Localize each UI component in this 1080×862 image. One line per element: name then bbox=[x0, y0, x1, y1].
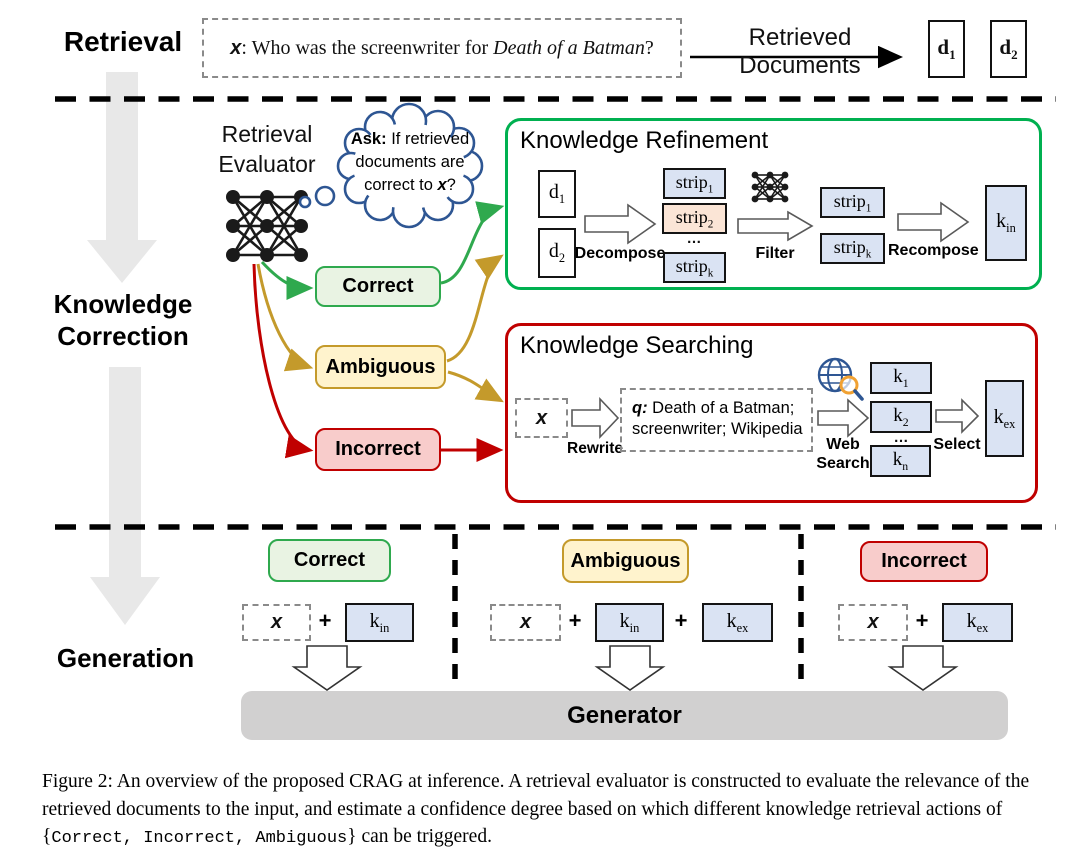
refinement-ellipsis: … bbox=[686, 230, 702, 247]
recompose-label: Recompose bbox=[888, 242, 979, 259]
caption-text: Figure 2: An overview of the proposed CR… bbox=[42, 771, 1030, 847]
kn-result-box: kn bbox=[870, 445, 931, 477]
query-input-box: x: Who was the screenwriter for Death of… bbox=[202, 18, 682, 78]
document-d1-box: d1 bbox=[928, 20, 965, 78]
connector-ambiguous-refinement bbox=[446, 254, 504, 363]
knowledge-searching-panel bbox=[505, 323, 1038, 503]
decompose-label: Decompose bbox=[574, 245, 666, 262]
k2-result-box: k2 bbox=[870, 401, 932, 433]
searching-ellipsis: … bbox=[893, 429, 909, 446]
connector-evaluator-ambiguous bbox=[256, 263, 314, 372]
connector-ambiguous-searching bbox=[447, 370, 504, 403]
generation-incorrect-kex-box: kex bbox=[942, 603, 1013, 642]
flow-arrow-correction-to-generation bbox=[90, 367, 160, 625]
refinement-d1-box: d1 bbox=[538, 170, 576, 218]
generation-ambiguous-kex-box: kex bbox=[702, 603, 773, 642]
generation-down-arrow-incorrect bbox=[887, 645, 959, 691]
rewritten-query-box: q: Death of a Batman; screenwriter; Wiki… bbox=[620, 388, 813, 452]
knowledge-refinement-panel bbox=[505, 118, 1042, 290]
generation-down-arrow-ambiguous bbox=[594, 645, 666, 691]
query-movie-title: Death of a Batman bbox=[493, 36, 645, 59]
query-x-variable: x bbox=[230, 36, 242, 59]
query-suffix: ? bbox=[644, 36, 654, 59]
document-d2-box: d2 bbox=[990, 20, 1027, 78]
generation-badge-correct: Correct bbox=[268, 539, 391, 582]
generation-ambiguous-kin-box: kin bbox=[595, 603, 664, 642]
generation-badge-incorrect: Incorrect bbox=[860, 541, 988, 582]
strip1-box: strip1 bbox=[663, 168, 726, 199]
generation-correct-kin-box: kin bbox=[345, 603, 414, 642]
plus-sign: + bbox=[674, 608, 688, 633]
retrieval-evaluator-label: Retrieval Evaluator bbox=[218, 121, 316, 177]
generation-ambiguous-x-box: x bbox=[490, 604, 561, 641]
filtered-stripk-box: stripk bbox=[820, 233, 885, 264]
knowledge-refinement-title: Knowledge Refinement bbox=[520, 127, 769, 154]
figure-caption: Figure 2: An overview of the proposed CR… bbox=[42, 768, 1046, 853]
query-text: : Who was the screenwriter for bbox=[241, 36, 494, 59]
plus-sign: + bbox=[318, 608, 332, 633]
generation-down-arrow-correct bbox=[291, 645, 363, 691]
knowledge-searching-title: Knowledge Searching bbox=[520, 332, 754, 359]
stage-label-knowledge-correction: Knowledge Correction bbox=[53, 289, 193, 351]
connector-correct-refinement bbox=[440, 201, 505, 285]
generator-bar: Generator bbox=[241, 691, 1008, 740]
flow-arrow-retrieval-to-correction bbox=[87, 72, 157, 283]
caption-mono-actions: Correct, Incorrect, Ambiguous bbox=[51, 829, 348, 848]
thought-bubble-text: Ask: If retrieved documents are correct … bbox=[350, 130, 470, 194]
caption-text-end: } can be triggered. bbox=[347, 826, 492, 847]
web-search-label: Web Search bbox=[816, 436, 870, 472]
refinement-d2-box: d2 bbox=[538, 228, 576, 278]
filter-label: Filter bbox=[755, 245, 795, 262]
stripk-box: stripk bbox=[663, 252, 726, 283]
decision-ambiguous-box: Ambiguous bbox=[315, 345, 446, 389]
decision-incorrect-box: Incorrect bbox=[315, 428, 441, 471]
plus-sign: + bbox=[568, 608, 582, 633]
connector-evaluator-correct bbox=[260, 260, 314, 300]
stage-label-generation: Generation bbox=[56, 643, 195, 673]
generation-badge-ambiguous: Ambiguous bbox=[562, 539, 689, 583]
rewrite-label: Rewrite bbox=[567, 440, 623, 457]
kex-output-box: kex bbox=[985, 380, 1024, 457]
strip2-box: strip2 bbox=[662, 203, 727, 234]
k1-result-box: k1 bbox=[870, 362, 932, 394]
plus-sign: + bbox=[915, 608, 929, 633]
searching-x-input-box: x bbox=[515, 398, 568, 438]
retrieved-documents-label: Retrieved Documents bbox=[739, 24, 861, 79]
generation-correct-x-box: x bbox=[242, 604, 311, 641]
connector-evaluator-incorrect bbox=[252, 263, 314, 459]
filtered-strip1-box: strip1 bbox=[820, 187, 885, 218]
decision-correct-box: Correct bbox=[315, 266, 441, 307]
stage-label-retrieval: Retrieval bbox=[63, 26, 183, 57]
generation-incorrect-x-box: x bbox=[838, 604, 908, 641]
select-label: Select bbox=[933, 436, 981, 453]
neural-network-icon bbox=[226, 190, 308, 262]
kin-output-box: kin bbox=[985, 185, 1027, 261]
